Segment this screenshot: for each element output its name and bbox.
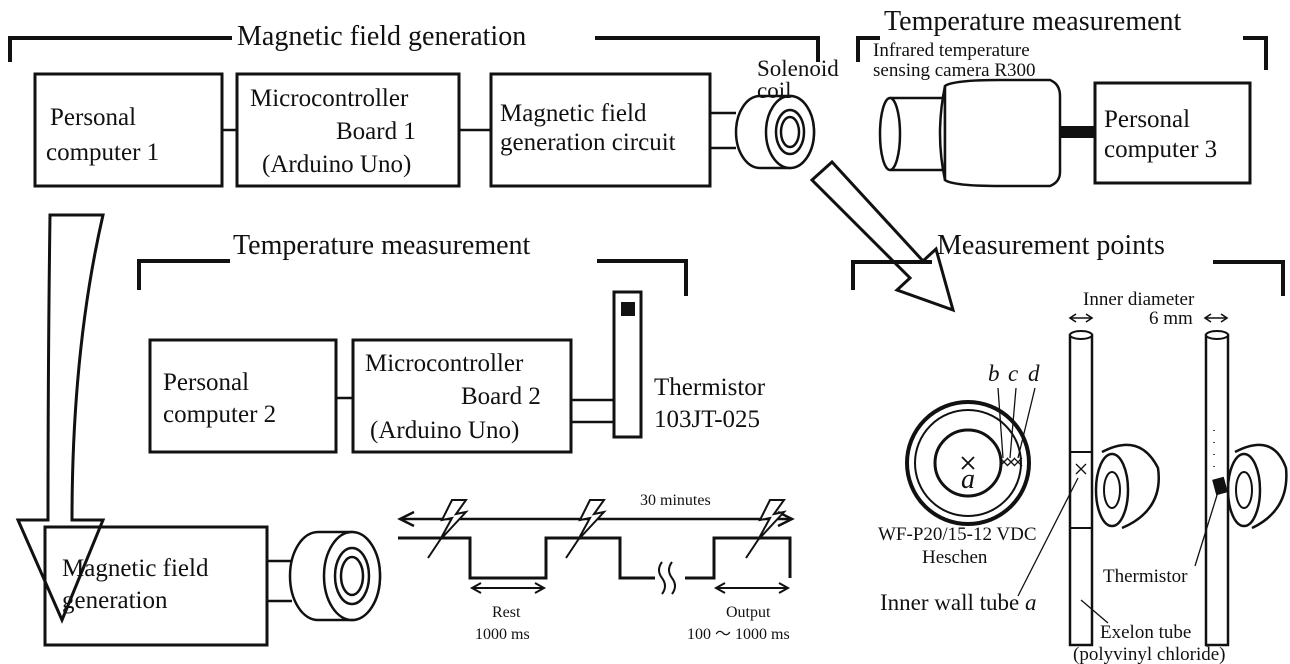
point-d-label: d — [1028, 361, 1040, 386]
output-value: 100 ～ 1000 ms — [687, 626, 790, 643]
rest-label: Rest — [492, 604, 521, 621]
leader-tube — [1080, 599, 1109, 624]
pc1-label-line1: Personal — [50, 104, 136, 131]
personal-computer-3-box — [1093, 81, 1252, 185]
pc2-label-line2: computer 2 — [163, 401, 276, 428]
flow-arrow-diagonal — [809, 159, 956, 313]
pc2-label-line1: Personal — [163, 369, 249, 396]
thermistor-sensor-on-tube — [1212, 476, 1228, 496]
thermistor-probe — [612, 290, 643, 439]
rest-arrowhead-left — [469, 582, 482, 594]
leader-b — [997, 387, 1004, 459]
lightning-tail-3 — [745, 539, 759, 559]
magnetic-field-generation-circuit-box — [489, 72, 712, 188]
lightning-tail-2 — [565, 539, 579, 559]
circuit-label-line1: Magnetic field — [500, 100, 647, 127]
time-break-icon — [658, 561, 676, 595]
mcb2-label-line2: Board 2 — [461, 383, 541, 410]
pulse-waveform-right — [685, 536, 792, 580]
pc1-label-line2: computer 1 — [46, 139, 159, 166]
point-b-label: b — [988, 361, 1000, 386]
solenoid-label-line1: Solenoid — [757, 56, 839, 81]
output-arrowhead-left — [713, 582, 726, 594]
point-a-marker — [961, 456, 975, 470]
leader-d — [1017, 387, 1036, 459]
solenoid-label-line2: coil — [757, 78, 792, 103]
flow-arrow-down — [15, 213, 106, 624]
pc3-label-line1: Personal — [1104, 106, 1190, 133]
mcb2-label-line1: Microcontroller — [365, 350, 524, 377]
section-title-temperature-measurement-mid: Temperature measurement — [233, 230, 531, 261]
bracket-temperature-measurement-mid — [137, 259, 688, 296]
output-label: Output — [726, 604, 771, 621]
personal-computer-2-box — [148, 338, 338, 454]
bracket-temperature-measurement-top — [856, 36, 1268, 70]
camera-label-line1: Infrared temperature — [873, 40, 1030, 61]
mfg-label-line2: generation — [62, 587, 168, 614]
lightning-bolt-icon-3 — [757, 499, 787, 541]
pc3-label-line2: computer 3 — [1104, 136, 1217, 163]
thermistor-label-line2: 103JT-025 — [654, 406, 760, 433]
microcontroller-board-2-box — [351, 338, 573, 454]
thermistor-sensor-tip — [621, 302, 635, 316]
section-title-magnetic-field-generation: Magnetic field generation — [237, 21, 526, 52]
inner-diameter-line2: 6 mm — [1149, 308, 1193, 329]
inner-diameter-arrow-1 — [1068, 313, 1094, 323]
rest-value: 1000 ms — [475, 626, 530, 643]
leader-thermistor — [1194, 491, 1219, 567]
leader-c — [1009, 387, 1017, 459]
solenoid-coil-bottom-icon — [288, 530, 382, 622]
lightning-bolt-icon-1 — [439, 499, 469, 541]
point-a-label: a — [961, 464, 975, 495]
total-duration-arrowhead-left — [397, 510, 415, 528]
pulse-waveform-left — [398, 536, 655, 580]
inner-wall-italic: a — [1025, 590, 1037, 615]
inner-wall-prefix: Inner wall tube — [880, 590, 1025, 615]
magnetic-field-generation-box — [43, 525, 269, 647]
lightning-tail-1 — [427, 539, 441, 559]
leader-inner-wall — [1017, 477, 1079, 597]
output-arrowhead-right — [778, 582, 791, 594]
bracket-measurement-points — [851, 260, 1285, 296]
section-title-measurement-points: Measurement points — [937, 230, 1165, 261]
mcb2-label-line3: (Arduino Uno) — [370, 417, 519, 444]
points-bcd-markers — [999, 457, 1023, 467]
bracket-magnetic-field-generation — [8, 36, 820, 62]
mcb1-label-line1: Microcontroller — [250, 85, 409, 112]
coil-model-line1: WF-P20/15-12 VDC — [878, 524, 1037, 545]
total-duration-label: 30 minutes — [640, 492, 711, 509]
tube-cross-section — [905, 400, 1031, 526]
tube-label-line1: Exelon tube — [1100, 622, 1191, 643]
mcb1-label-line2: Board 1 — [336, 118, 416, 145]
tube-with-coil-1 — [1068, 330, 1160, 647]
circuit-label-line2: generation circuit — [500, 129, 676, 156]
inner-diameter-line1: Inner diameter — [1083, 289, 1195, 310]
thermistor-label-line1: Thermistor — [654, 374, 766, 401]
camera-cable — [1060, 126, 1095, 138]
camera-label-line2: sensing camera R300 — [873, 60, 1036, 81]
solenoid-coil-icon — [734, 94, 816, 170]
coil-model-line2: Heschen — [922, 547, 988, 568]
infrared-camera-icon — [878, 78, 1062, 188]
inner-wall-label: Inner wall tube a — [880, 590, 1036, 615]
section-title-temperature-measurement-top: Temperature measurement — [884, 6, 1182, 37]
inner-diameter-arrow-2 — [1203, 313, 1229, 323]
rest-arrowhead-right — [534, 582, 547, 594]
mcb1-label-line3: (Arduino Uno) — [262, 151, 411, 178]
lightning-bolt-icon-2 — [577, 499, 607, 541]
tube-label-line2: (polyvinyl chloride) — [1073, 644, 1226, 664]
thermistor-small-label: Thermistor — [1103, 566, 1188, 587]
mfg-label-line1: Magnetic field — [62, 555, 209, 582]
point-c-label: c — [1008, 361, 1018, 386]
